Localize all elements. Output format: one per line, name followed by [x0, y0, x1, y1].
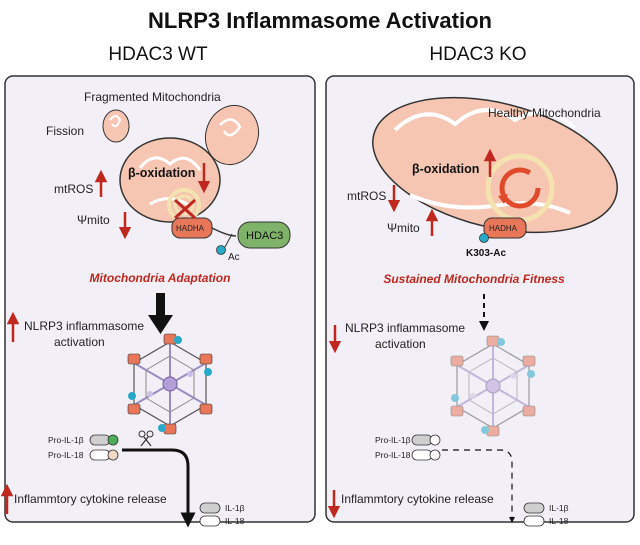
figure-title: NLRP3 Inflammasome Activation	[148, 8, 492, 33]
ko-nlrp3-line2: activation	[375, 337, 426, 351]
wt-fission-label: Fission	[46, 124, 84, 138]
wt-scissors-icon	[138, 430, 154, 447]
wt-cytokine-label: Inflammtory cytokine release	[14, 492, 167, 506]
wt-ac-label: Ac	[228, 252, 240, 263]
ko-pro-il1b-icon	[411, 434, 441, 446]
wt-release-arrow	[122, 448, 196, 528]
ko-k303-label: K303-Ac	[466, 248, 506, 259]
ko-il1b-icon	[523, 502, 545, 514]
ko-hadha-label: HADHA	[489, 224, 518, 233]
ko-release-dashed-arrow	[442, 449, 515, 523]
ko-pro-il18-label: Pro-IL-18	[375, 450, 411, 460]
wt-il1b-icon	[199, 502, 221, 514]
wt-blocked-x-icon	[173, 198, 197, 220]
wt-adaptation-label: Mitochondria Adaptation	[90, 271, 231, 285]
ko-psi-label: Ψmito	[387, 221, 420, 235]
ko-column-heading: HDAC3 KO	[429, 44, 527, 65]
ko-pro-il1b-label: Pro-IL-1β	[375, 435, 411, 445]
ko-cytokine-label: Inflammtory cytokine release	[341, 492, 494, 506]
ko-nlrp3-line1: NLRP3 inflammasome	[345, 321, 465, 335]
ko-il1b-label: IL-1β	[549, 503, 569, 513]
ko-beta-oxidation-label: β-oxidation	[412, 162, 479, 176]
wt-pro-il18-label: Pro-IL-18	[48, 450, 84, 460]
ko-cycle-arrow-icon	[498, 167, 541, 209]
wt-beta-oxidation-label: β-oxidation	[128, 166, 195, 180]
wt-hdac3-block	[237, 221, 291, 249]
wt-pro-il1b-label: Pro-IL-1β	[48, 435, 84, 445]
wt-psi-label: Ψmito	[77, 213, 110, 227]
wt-il18-label: IL-18	[225, 516, 245, 526]
wt-fragmented-label: Fragmented Mitochondria	[84, 90, 221, 104]
wt-pro-il18-icon	[89, 449, 119, 461]
ko-il18-icon	[523, 515, 545, 527]
ko-acetyl-dot	[479, 233, 489, 243]
wt-nlrp3-line2: activation	[54, 335, 105, 349]
wt-acetyl-dot	[216, 245, 226, 255]
ko-hadha-block	[483, 217, 527, 239]
ko-mitochondrion	[372, 96, 618, 234]
wt-ac-link	[224, 233, 233, 248]
wt-il18-icon	[199, 515, 221, 527]
wt-il1b-label: IL-1β	[225, 503, 245, 513]
wt-fission-mito-small	[102, 109, 130, 143]
wt-fission-mito-medium	[205, 104, 259, 166]
wt-hadha-to-hdac3-line	[211, 227, 237, 237]
ko-fitness-label: Sustained Mitochondria Fitness	[383, 272, 565, 286]
wt-column-heading: HDAC3 WT	[108, 44, 208, 65]
ko-il18-label: IL-18	[549, 516, 569, 526]
ko-mtros-label: mtROS	[347, 189, 386, 203]
wt-mtros-label: mtROS	[54, 182, 93, 196]
ko-pro-il18-icon	[411, 449, 441, 461]
wt-hadha-label: HADHA	[176, 224, 205, 233]
wt-thick-down-arrow	[148, 293, 173, 334]
wt-hdac3-label: HDAC3	[246, 230, 283, 242]
ko-healthy-label: Healthy Mitochondria	[488, 106, 601, 120]
wt-pro-il1b-icon	[89, 434, 119, 446]
wt-nlrp3-line1: NLRP3 inflammasome	[24, 319, 144, 333]
